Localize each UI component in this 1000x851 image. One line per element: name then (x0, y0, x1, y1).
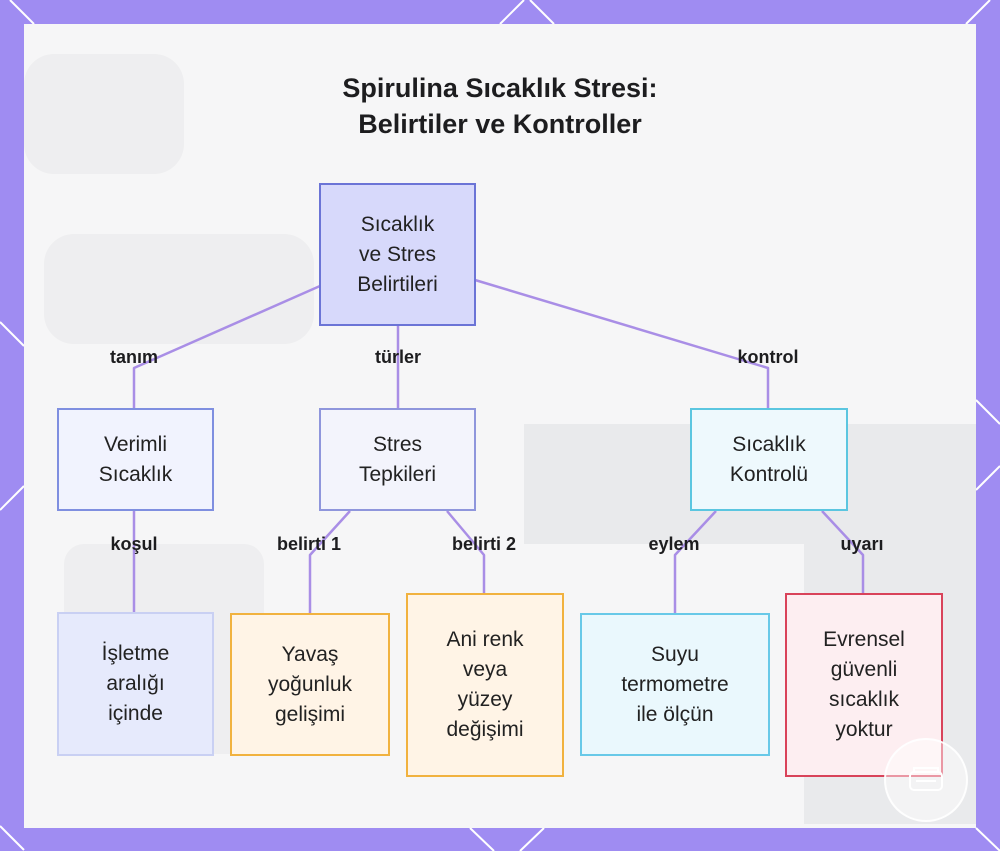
node-isletme: İşletme aralığı içinde (57, 612, 214, 756)
node-kontrol: Sıcaklık Kontrolü (690, 408, 848, 511)
node-verimli-line-2: Sıcaklık (98, 462, 173, 486)
node-isletme-line-3: içinde (108, 702, 163, 725)
watermark-icon (884, 738, 968, 822)
edge-label-belirti-1: belirti 1 (276, 534, 342, 554)
edge-kontrol-evrensel (821, 510, 865, 593)
node-ani: Ani renk veya yüzey değişimi (406, 593, 564, 777)
edge-label-eylem: eylem (648, 534, 700, 554)
edge-label-kosul: koşul (110, 534, 158, 554)
node-root-line-2: ve Stres (358, 242, 436, 266)
node-yavas-line-2: yoğunluk (267, 672, 353, 696)
edge-root-verimli (132, 284, 321, 408)
edge-kontrol-suyu (673, 510, 717, 613)
node-root-line-1: Sıcaklık (360, 212, 435, 236)
node-evrensel-line-3: sıcaklık (828, 688, 899, 711)
edge-root-kontrol (474, 278, 770, 408)
edge-label-kontrol: kontrol (737, 347, 799, 367)
edge-stres-ani (446, 510, 486, 593)
edge-label-tanim: tanım (109, 347, 159, 367)
node-evrensel-line-2: güvenli (830, 658, 898, 681)
node-kontrol-line-1: Sıcaklık (732, 432, 806, 456)
title-line-1: Spirulina Sıcaklık Stresi: (342, 73, 658, 103)
edge-stres-yavas (308, 510, 351, 613)
node-yavas: Yavaş yoğunluk gelişimi (230, 613, 390, 756)
node-root: Sıcaklık ve Stres Belirtileri (319, 183, 476, 326)
edge-label-uyari: uyarı (840, 534, 884, 554)
node-verimli-line-1: Verimli (103, 432, 167, 456)
node-suyu-line-1: Suyu (651, 642, 699, 666)
node-stres-line-1: Stres (372, 432, 422, 456)
edge-label-turler: türler (374, 347, 422, 367)
node-isletme-line-1: İşletme (101, 642, 170, 665)
node-stres-line-2: Tepkileri (358, 462, 437, 486)
node-evrensel-line-1: Evrensel (823, 628, 905, 651)
node-stres: Stres Tepkileri (319, 408, 476, 511)
node-ani-line-3: yüzey (457, 688, 513, 711)
node-root-line-3: Belirtileri (357, 272, 438, 296)
node-verimli: Verimli Sıcaklık (57, 408, 214, 511)
node-kontrol-line-2: Kontrolü (729, 462, 809, 486)
node-suyu-line-2: termometre (621, 672, 729, 696)
diagram-title: Spirulina Sıcaklık Stresi: Belirtiler ve… (0, 70, 1000, 142)
node-suyu: Suyu termometre ile ölçün (580, 613, 770, 756)
node-isletme-line-2: aralığı (106, 672, 165, 695)
node-yavas-line-3: gelişimi (274, 702, 345, 726)
node-ani-line-2: veya (462, 658, 508, 681)
node-suyu-line-3: ile ölçün (636, 702, 714, 726)
title-line-2: Belirtiler ve Kontroller (358, 109, 642, 139)
node-ani-line-4: değişimi (446, 718, 524, 741)
node-yavas-line-1: Yavaş (281, 642, 339, 666)
node-evrensel-line-4: yoktur (835, 718, 893, 741)
edge-label-belirti-2: belirti 2 (451, 534, 517, 554)
node-ani-line-1: Ani renk (446, 628, 524, 651)
